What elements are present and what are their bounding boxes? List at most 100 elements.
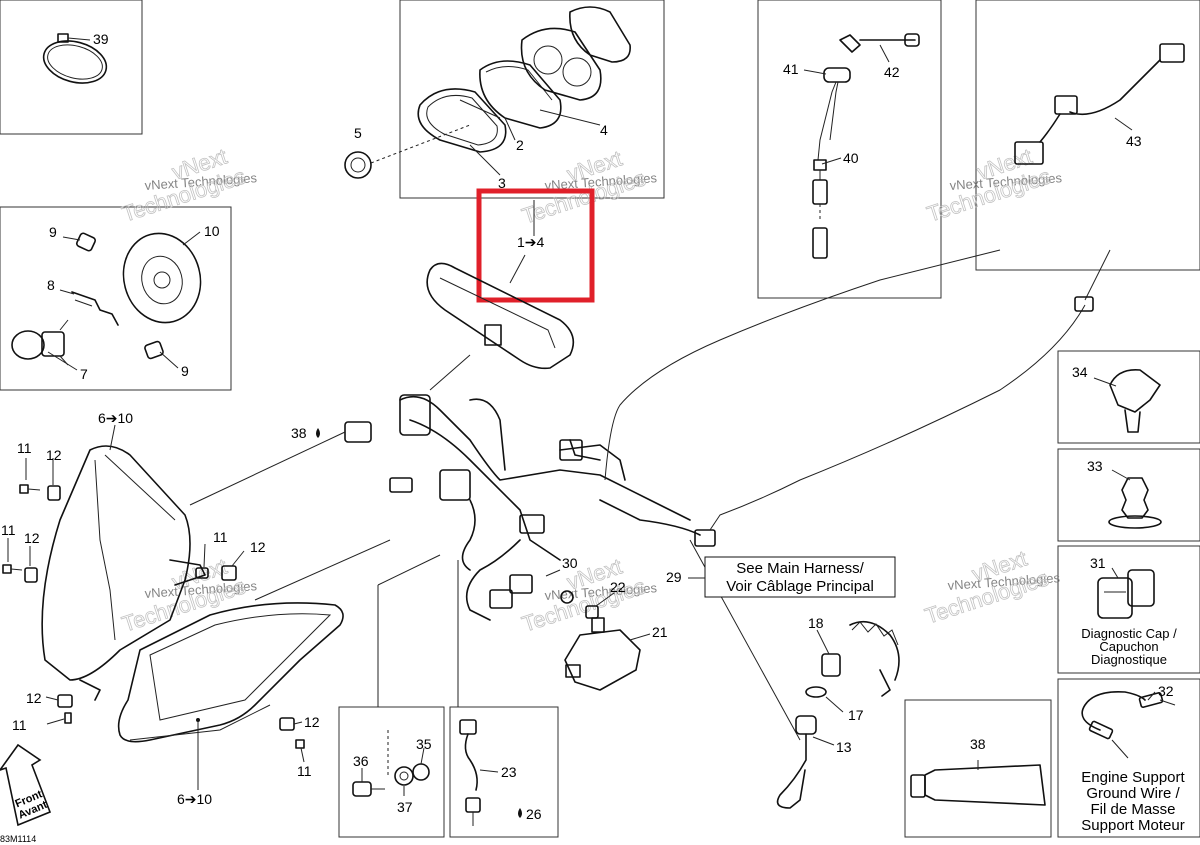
part-42-cable-end <box>839 33 920 53</box>
highlight-box <box>476 188 595 303</box>
callout-4: 4 <box>600 122 608 138</box>
front-arrow-icon <box>0 743 52 827</box>
part-3-bezel <box>417 88 507 153</box>
callout-11-c: 11 <box>213 529 228 545</box>
callout-12-d: 12 <box>26 690 42 706</box>
see-harness-line1: See Main Harness/ <box>736 560 864 577</box>
inset-box-gauge <box>399 0 665 199</box>
instrument-cluster <box>426 262 575 391</box>
callout-1-to-4: 1➔4 <box>517 234 545 250</box>
inset-box-38b <box>904 699 1052 838</box>
see-harness-line2: Voir Câblage Principal <box>726 578 874 595</box>
grease-drop-icon <box>316 428 320 438</box>
callout-11-d: 11 <box>12 717 27 733</box>
part-5-button <box>344 124 471 179</box>
headlamp-housing <box>41 445 206 701</box>
part-36-screw <box>352 781 385 797</box>
callout-38-a: 38 <box>291 425 307 441</box>
inset-box-43 <box>975 0 1200 271</box>
engine-line4: Support Moteur <box>1081 817 1184 834</box>
callout-10: 10 <box>204 223 220 239</box>
callout-34: 34 <box>1072 364 1088 380</box>
part-4-gauge <box>520 27 602 101</box>
callout-22: 22 <box>610 579 626 595</box>
callout-30: 30 <box>562 555 578 571</box>
callout-12-a: 12 <box>46 447 62 463</box>
inset-box-headlamp <box>0 206 232 391</box>
callout-9-top: 9 <box>49 224 57 240</box>
callout-38-b: 38 <box>970 736 986 752</box>
diag-cap-line3: Diagnostique <box>1091 652 1167 667</box>
part-23-sensor <box>459 719 481 826</box>
callout-12-e: 12 <box>304 714 320 730</box>
callout-35: 35 <box>416 736 432 752</box>
grease-drop-icon <box>518 808 522 818</box>
part-33-rivet <box>1108 477 1162 529</box>
diag-cap-line2: Capuchon <box>1099 639 1158 654</box>
callout-8: 8 <box>47 277 55 293</box>
callout-13: 13 <box>836 739 852 755</box>
inset-box-36 <box>338 706 445 838</box>
callout-11-a: 11 <box>17 440 32 456</box>
callout-26: 26 <box>526 806 542 822</box>
callout-23: 23 <box>501 764 517 780</box>
callout-12-c: 12 <box>250 539 266 555</box>
callout-42: 42 <box>884 64 900 80</box>
callout-31: 31 <box>1090 555 1106 571</box>
part-18-tether <box>821 620 900 697</box>
callout-29: 29 <box>666 569 682 585</box>
callout-18: 18 <box>808 615 824 631</box>
inset-box-31 <box>1057 545 1200 674</box>
part-22-nut <box>585 605 599 619</box>
inset-box-32 <box>1057 678 1200 838</box>
fasteners <box>2 484 305 749</box>
callout-6-to-10-top: 6➔10 <box>98 410 133 426</box>
part-39-band <box>42 33 108 84</box>
part-31-diagnostic-cap <box>1097 569 1155 619</box>
see-harness-box <box>704 556 896 598</box>
callout-21: 21 <box>652 624 668 640</box>
callout-5: 5 <box>354 125 362 141</box>
callout-17: 17 <box>848 707 864 723</box>
engine-line2: Ground Wire / <box>1086 785 1180 802</box>
part-37-washer <box>394 766 414 786</box>
callout-36: 36 <box>353 753 369 769</box>
part-17-ring <box>805 686 827 698</box>
part-9-boot <box>75 232 164 360</box>
callout-43: 43 <box>1126 133 1142 149</box>
part-32-ground-wire <box>1081 690 1176 759</box>
headlamp-lens <box>117 602 344 743</box>
engine-line1: Engine Support <box>1081 769 1185 786</box>
part-2-lens <box>479 60 562 129</box>
inset-box-39 <box>0 0 143 135</box>
callout-41: 41 <box>783 61 799 77</box>
part-13-key <box>776 715 817 809</box>
callout-33: 33 <box>1087 458 1103 474</box>
callout-2: 2 <box>516 137 524 153</box>
part-7-bulb <box>11 319 69 366</box>
main-harness <box>344 249 1111 741</box>
callout-37: 37 <box>397 799 413 815</box>
callout-9-bottom: 9 <box>181 363 189 379</box>
callout-6-to-10-bottom: 6➔10 <box>177 791 212 807</box>
engine-line3: Fil de Masse <box>1090 801 1175 818</box>
diag-cap-line1: Diagnostic Cap / <box>1081 626 1177 641</box>
callout-7: 7 <box>80 366 88 382</box>
inset-box-34 <box>1057 350 1200 444</box>
part-40-wire <box>812 159 828 259</box>
part-43-harness <box>1014 43 1185 165</box>
figure-code: 83M1114 <box>0 834 36 844</box>
part-8-clip <box>71 291 119 326</box>
callout-3: 3 <box>498 175 506 191</box>
callout-39: 39 <box>93 31 109 47</box>
part-30-nut <box>560 590 574 604</box>
callout-11-b: 11 <box>1 522 16 538</box>
part-38-grease-tube <box>910 760 1046 806</box>
callout-32: 32 <box>1158 683 1174 699</box>
inset-box-23 <box>449 706 559 838</box>
callout-11-e: 11 <box>297 763 312 779</box>
part-41-cap <box>817 67 851 161</box>
part-34-clip <box>1109 368 1161 433</box>
inset-box-33 <box>1057 448 1200 542</box>
